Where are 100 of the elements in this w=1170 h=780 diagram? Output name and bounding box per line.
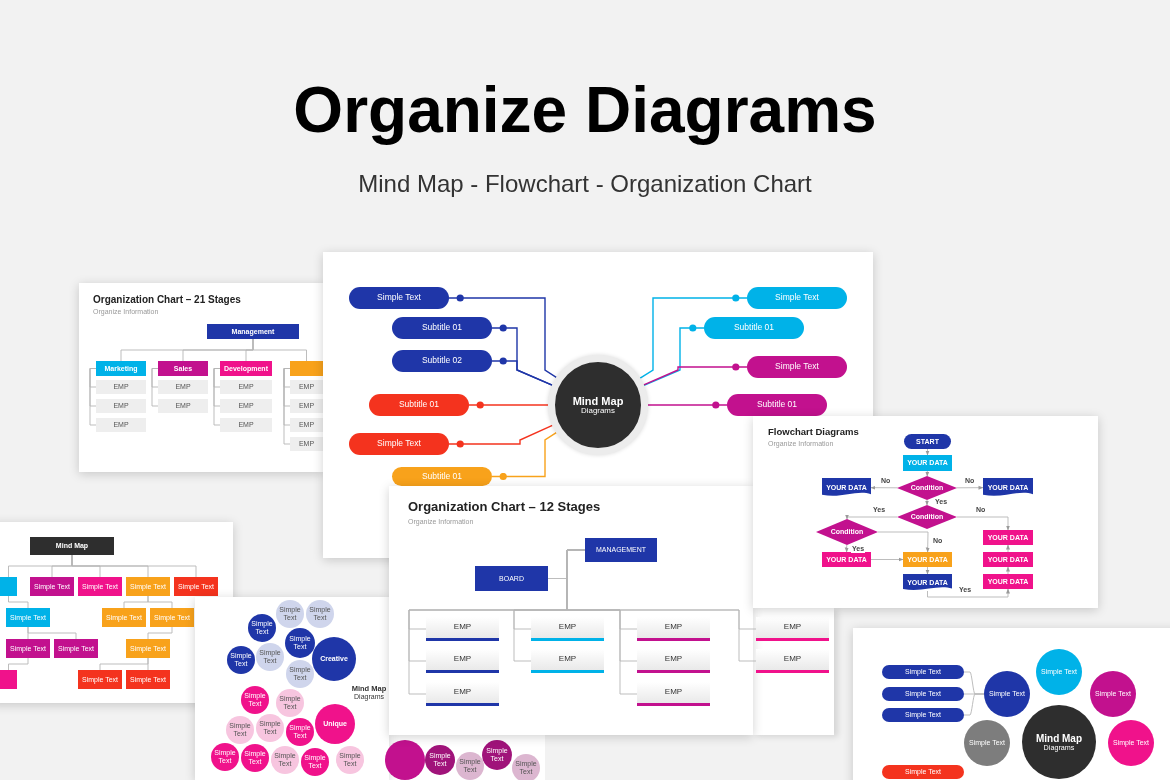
slide-title: Organization Chart – 21 Stages: [93, 294, 241, 305]
org-box: [983, 574, 1033, 589]
node-label: EMP: [453, 688, 472, 697]
slide-card: [79, 283, 323, 472]
topic-bubble: [256, 643, 284, 671]
slide-title: Flowchart Diagrams: [768, 427, 859, 438]
connector-line: [8, 657, 29, 671]
org-box: [6, 608, 50, 627]
org-box: [637, 617, 710, 641]
node-label: Mind Map: [1035, 732, 1083, 744]
node-label: Subtitle 01: [756, 400, 798, 410]
connector-line: [647, 401, 728, 409]
connector-line: [213, 368, 221, 426]
topic-bubble: [312, 637, 356, 681]
node-label: Mind Map: [572, 394, 624, 407]
org-box: [207, 324, 299, 339]
document-box: [822, 478, 871, 497]
org-box: [822, 552, 871, 567]
topic-pill: [392, 350, 492, 372]
connector-line: [147, 657, 149, 671]
topic-bubble: [1036, 649, 1082, 695]
decision-diamond: [897, 505, 957, 529]
connector-line: [491, 431, 557, 481]
org-box: [158, 361, 208, 376]
center-topic: [548, 355, 648, 455]
org-box: [290, 361, 323, 376]
decision-diamond: [816, 519, 878, 545]
org-box: [174, 577, 218, 596]
connector-line: [27, 626, 77, 640]
node-label: EMP: [783, 623, 802, 632]
org-box: [126, 577, 170, 596]
topic-bubble: [226, 716, 254, 744]
topic-bubble: [256, 714, 284, 742]
org-box: [126, 670, 170, 689]
org-box: [756, 649, 829, 673]
topic-bubble: [285, 628, 315, 658]
node-label: Simple Text: [377, 293, 421, 303]
topic-pill: [727, 394, 827, 416]
node-label: EMP: [664, 688, 683, 697]
topic-bubble: [964, 720, 1010, 766]
document-box: [983, 478, 1033, 497]
org-box: [531, 649, 604, 673]
connector-line: [8, 595, 29, 609]
topic-bubble: [301, 748, 329, 776]
slide-card: [0, 522, 233, 703]
node-label: EMP: [558, 655, 577, 664]
topic-pill: [747, 356, 847, 378]
topic-bubble: [276, 600, 304, 628]
node-label: Subtitle 01: [733, 323, 775, 333]
org-box: [102, 608, 146, 627]
org-box: [0, 670, 17, 689]
org-box: [158, 380, 208, 394]
node-label: Subtitle 02: [421, 356, 463, 366]
org-box: [903, 455, 952, 471]
org-box: [54, 639, 98, 658]
node-label: Simple Text: [775, 293, 819, 303]
node-label: EMP: [664, 623, 683, 632]
org-box: [637, 682, 710, 706]
org-box: [290, 418, 323, 432]
connector-line: [639, 294, 748, 379]
slide-card: [753, 416, 1098, 608]
node-label: EMP: [453, 655, 472, 664]
topic-bubble: [271, 746, 299, 774]
connector-line: [468, 401, 549, 409]
connector-line: [1006, 544, 1010, 553]
connector-line: [491, 357, 553, 386]
topic-bubble: [241, 686, 269, 714]
topic-bubble: [336, 746, 364, 774]
org-box: [220, 380, 272, 394]
topic-bubble: [241, 744, 269, 772]
topic-pill: [882, 765, 964, 779]
connector-line: [1006, 566, 1010, 575]
org-box: [426, 682, 499, 706]
slide-title: Organization Chart – 12 Stages: [408, 500, 601, 515]
connector-line: [448, 294, 557, 379]
org-box: [96, 380, 146, 394]
org-box: [983, 552, 1033, 567]
org-box: [158, 399, 208, 413]
node-label: EMP: [558, 623, 577, 632]
connector-line: [252, 338, 307, 362]
topic-bubble: [1108, 720, 1154, 766]
topic-pill: [392, 467, 492, 486]
org-box: [290, 437, 323, 451]
org-box: [220, 399, 272, 413]
org-box: [475, 566, 548, 591]
document-box: [903, 574, 952, 591]
connector-line: [925, 470, 930, 477]
topic-bubble: [227, 646, 255, 674]
connector-line: [283, 368, 291, 445]
connector-line: [89, 368, 97, 426]
decision-diamond: [897, 476, 957, 500]
node-label: EMP: [453, 623, 472, 632]
topic-pill: [392, 317, 492, 339]
org-box: [426, 649, 499, 673]
node-label: Subtitle 01: [398, 400, 440, 410]
topic-bubble: [1090, 671, 1136, 717]
org-box: [6, 639, 50, 658]
org-box: [585, 538, 657, 562]
topic-pill: [882, 687, 964, 701]
org-box: [30, 577, 74, 596]
